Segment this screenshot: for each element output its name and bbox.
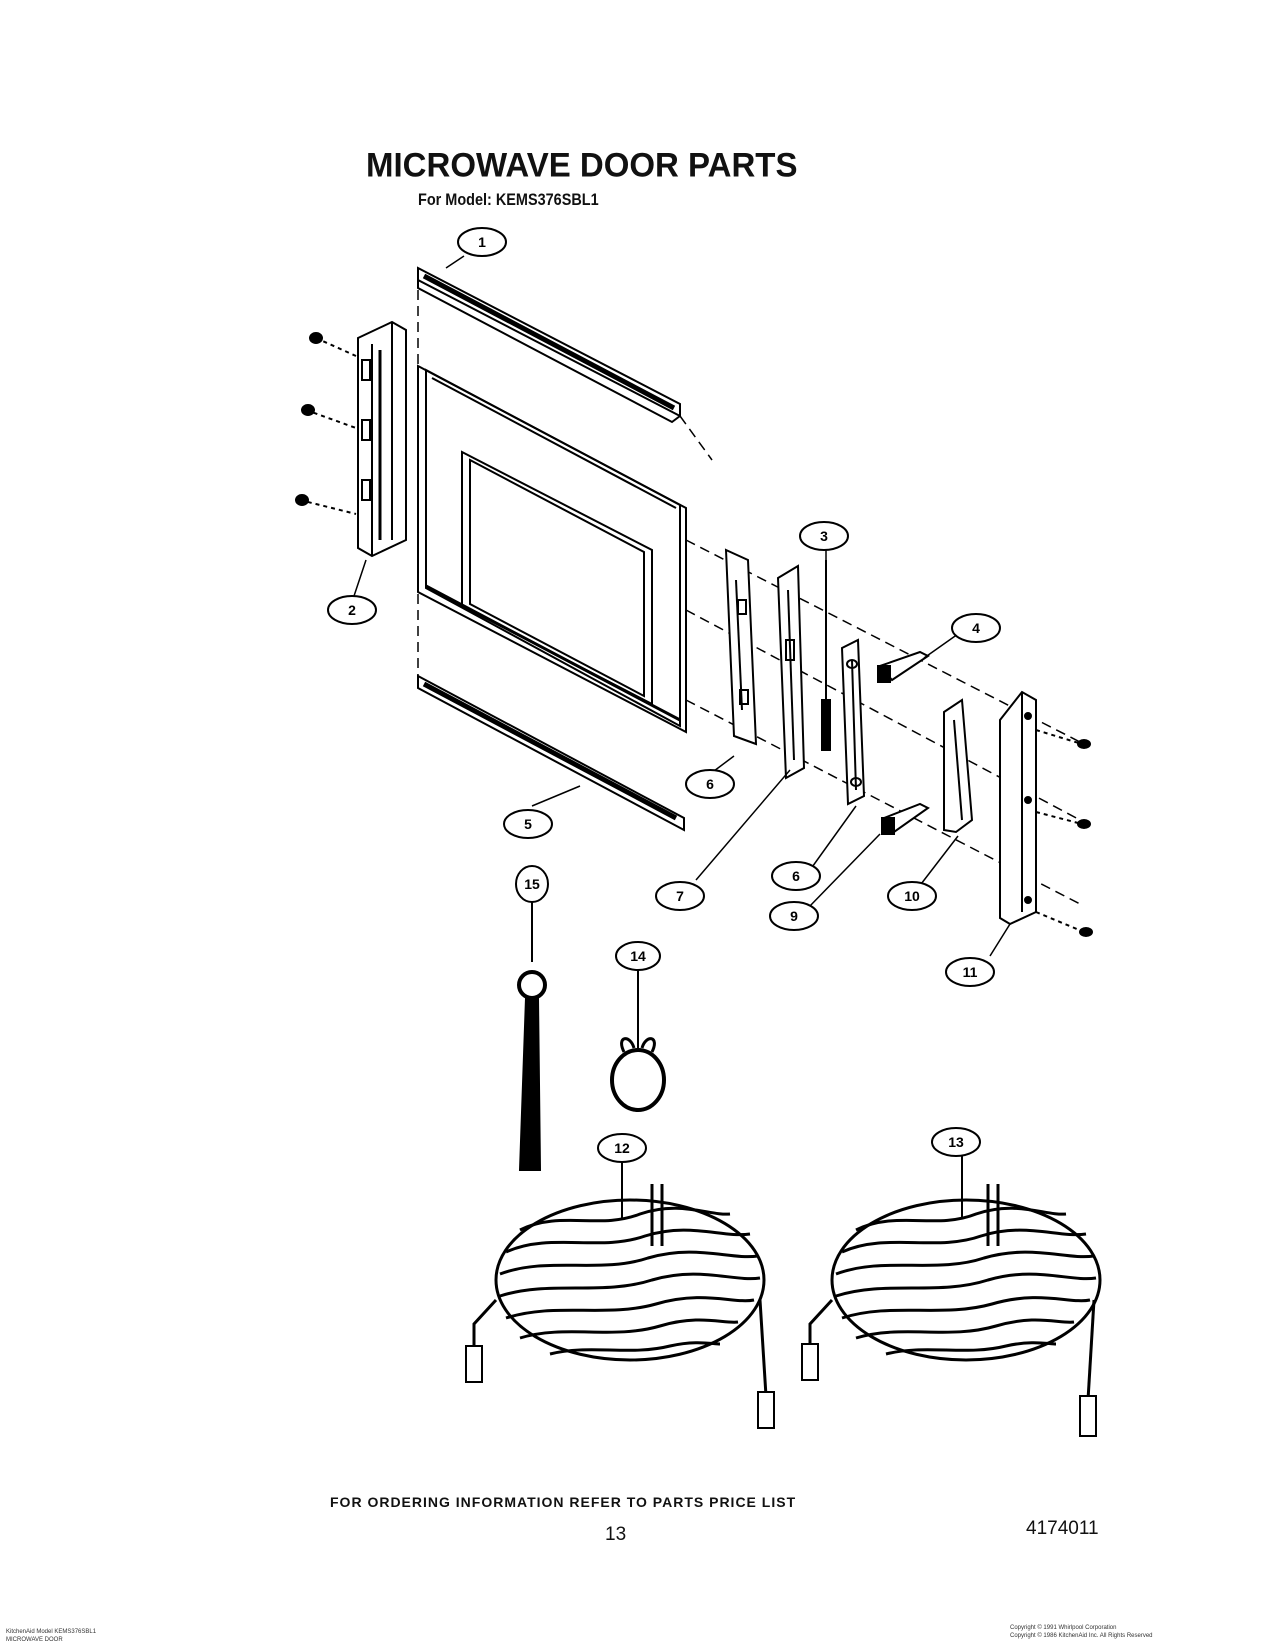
leader-lines [353,255,1011,957]
callout-6-lower: 6 [771,861,821,891]
svg-text:7: 7 [676,888,684,904]
callout-1: 1 [457,227,507,257]
part-latch-plate [776,564,806,780]
callout-3: 3 [799,521,849,551]
part-temperature-probe [517,900,547,1171]
svg-text:11: 11 [963,964,978,980]
svg-text:3: 3 [820,528,828,544]
ordering-information-note: FOR ORDERING INFORMATION REFER TO PARTS … [330,1494,797,1510]
part-latch-bracket-b [840,638,866,806]
part-cooking-rack-left [465,1150,775,1429]
part-right-hinge [999,690,1037,926]
svg-text:12: 12 [614,1140,630,1156]
page-title: MICROWAVE DOOR PARTS [366,145,798,184]
callout-14: 14 [615,941,661,971]
fine-print-left-line2: MICROWAVE DOOR [6,1637,63,1643]
part-left-hinge [357,320,407,558]
svg-text:2: 2 [348,602,356,618]
fine-print-right: Copyright © 1991 Whirlpool Corporation C… [1010,1624,1153,1640]
part-latch-hook-upper [877,650,930,683]
svg-text:4: 4 [972,620,980,636]
callout-2: 2 [327,595,377,625]
fine-print-left: KitchenAid Model KEMS376SBL1 MICROWAVE D… [6,1628,96,1644]
callout-11: 11 [945,957,995,987]
callout-12: 12 [597,1133,647,1163]
callout-4: 4 [951,613,1001,643]
fine-print-right-line1: Copyright © 1991 Whirlpool Corporation [1010,1625,1117,1631]
callout-6-upper: 6 [685,769,735,799]
svg-text:5: 5 [524,816,532,832]
callout-7: 7 [655,881,705,911]
page-number: 13 [605,1524,627,1545]
svg-text:14: 14 [630,948,646,964]
part-cooking-rack-right [801,1150,1102,1437]
callout-9: 9 [769,901,819,931]
callout-10: 10 [887,881,937,911]
part-latch-hook-lower [881,802,930,835]
part-bracket-10 [943,698,974,834]
svg-text:9: 9 [790,908,798,924]
callout-5: 5 [503,809,553,839]
svg-text:6: 6 [792,868,800,884]
callout-13: 13 [931,1127,981,1157]
part-door-panel [417,364,687,734]
svg-text:13: 13 [948,1134,964,1150]
svg-text:10: 10 [904,888,920,904]
part-clip-ring [610,960,666,1112]
callout-15: 15 [515,865,549,903]
part-spring [821,560,831,751]
svg-text:1: 1 [478,234,486,250]
screws-left [295,332,357,515]
svg-text:15: 15 [524,876,540,892]
fine-print-right-line2: Copyright © 1986 KitchenAid Inc. All Rig… [1010,1633,1153,1639]
fine-print-left-line1: KitchenAid Model KEMS376SBL1 [6,1629,97,1635]
part-latch-bracket-a [724,548,758,746]
document-number: 4174011 [1026,1518,1099,1539]
screws-right [1035,729,1093,937]
svg-text:6: 6 [706,776,714,792]
model-subtitle: For Model: KEMS376SBL1 [418,190,599,209]
